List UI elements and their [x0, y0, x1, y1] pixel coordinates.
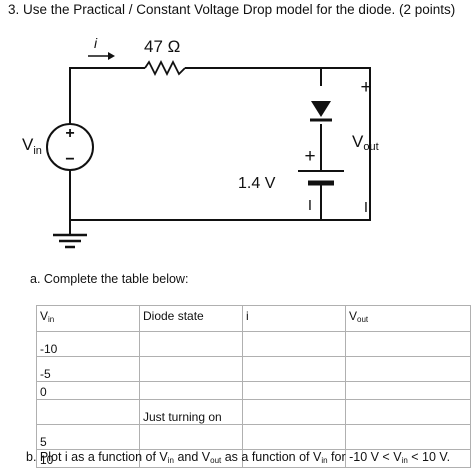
header-diode-state: Diode state: [139, 305, 243, 332]
header-current: i: [242, 305, 346, 332]
wire-left-top: [69, 67, 145, 124]
table-header-row: Vin Diode state i Vout: [36, 305, 471, 332]
cell-vin: 5: [36, 424, 140, 450]
battery-plus-sign: +: [304, 146, 315, 167]
part-b-sub-3: in: [321, 456, 328, 465]
table-row: 5: [36, 424, 471, 450]
battery-label: 1.4 V: [238, 175, 276, 192]
answer-table: Vin Diode state i Vout -10 -5 0 Just tur…: [36, 305, 471, 468]
part-b-sub-1: in: [167, 456, 174, 465]
source-label: Vin: [22, 135, 42, 157]
voltage-source-symbol: [46, 123, 94, 171]
part-b-instruction: b. Plot i as a function of Vin and Vout …: [26, 450, 450, 465]
header-vin-sub: in: [48, 315, 55, 324]
output-label-sub: out: [363, 141, 378, 153]
part-b-text-4: for -10 V < V: [327, 450, 402, 464]
source-minus-sign: −: [65, 151, 74, 168]
part-b-sub-4: in: [401, 456, 408, 465]
table-row: -5: [36, 356, 471, 382]
part-b-text-2: and V: [173, 450, 211, 464]
battery-symbol: [298, 170, 344, 186]
cell-diode-state[interactable]: [139, 356, 243, 382]
cell-vin: -10: [36, 331, 140, 357]
battery-minus-sign: I: [308, 197, 312, 214]
cell-current[interactable]: [242, 381, 346, 400]
cell-vout[interactable]: [345, 424, 471, 450]
cell-vin: 0: [36, 381, 140, 400]
diode-symbol: [310, 101, 332, 122]
cell-current[interactable]: [242, 424, 346, 450]
resistor-label: 47 Ω: [144, 37, 180, 56]
output-label: Vout: [352, 132, 379, 153]
cell-current[interactable]: [242, 331, 346, 357]
part-b-sub-2: out: [210, 456, 222, 465]
cell-diode-state[interactable]: [139, 331, 243, 357]
cell-vin[interactable]: [36, 399, 140, 425]
cell-diode-state: Just turning on: [139, 399, 243, 425]
part-a-instruction: a. Complete the table below:: [30, 272, 189, 286]
circuit-wires: [69, 67, 371, 234]
table-row: Just turning on: [36, 399, 471, 425]
part-b-text-3: as a function of V: [221, 450, 322, 464]
current-label: i: [94, 35, 98, 51]
cell-vout[interactable]: [345, 356, 471, 382]
circuit-diagram: i 47 Ω + − Vin + I 1.4 V + Vout I: [22, 35, 379, 249]
cell-current[interactable]: [242, 399, 346, 425]
wire-loop: [69, 67, 371, 221]
cell-diode-state[interactable]: [139, 424, 243, 450]
resistor-symbol: [144, 59, 186, 77]
table-row: -10: [36, 331, 471, 357]
table-row: 10: [36, 449, 471, 468]
cell-vout[interactable]: [345, 399, 471, 425]
current-arrow: [88, 52, 115, 60]
ground-symbol: [53, 233, 87, 249]
cell-vout[interactable]: [345, 331, 471, 357]
cell-vout[interactable]: [345, 381, 471, 400]
table-row: 0: [36, 381, 471, 400]
part-b-text-1: b. Plot i as a function of V: [26, 450, 168, 464]
cell-current[interactable]: [242, 356, 346, 382]
header-vout-sub: out: [357, 315, 369, 324]
output-minus-sign: I: [364, 199, 368, 216]
header-vout-main: V: [349, 309, 358, 323]
cell-vout[interactable]: [345, 449, 471, 468]
header-vin: Vin: [36, 305, 140, 332]
header-vin-main: V: [40, 309, 49, 323]
cell-vin: -5: [36, 356, 140, 382]
source-plus-sign: +: [65, 125, 74, 142]
output-label-main: V: [352, 132, 364, 151]
part-b-text-5: < 10 V.: [407, 450, 451, 464]
source-label-main: V: [22, 135, 34, 154]
header-vout: Vout: [345, 305, 471, 332]
cell-diode-state[interactable]: [139, 381, 243, 400]
source-label-sub: in: [33, 145, 42, 157]
question-title: 3. Use the Practical / Constant Voltage …: [8, 2, 456, 17]
cell-vin: 10: [36, 449, 140, 468]
output-plus-sign: +: [360, 77, 371, 98]
